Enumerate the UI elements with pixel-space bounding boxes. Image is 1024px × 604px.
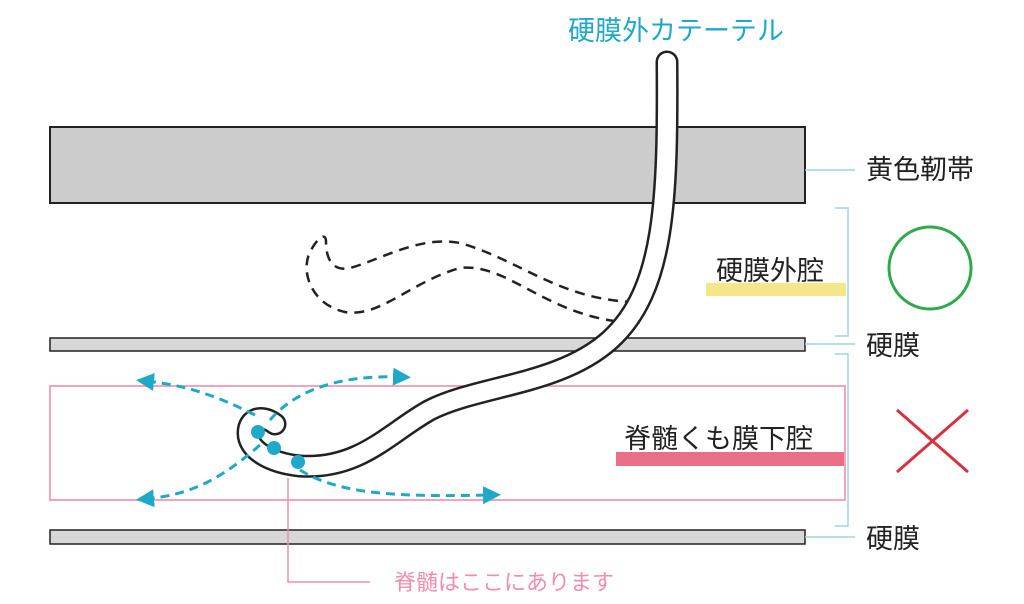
flow-arrow-lower-right [299,468,501,505]
dura-lower-label: 硬膜 [866,524,920,555]
subarachnoid-box [49,385,846,501]
dura-lower-layer [49,529,806,545]
incorrect-cross-mark [896,408,969,474]
ligament-label: 黄色靭帯 [866,155,974,186]
flow-arrows [136,367,501,508]
dura-upper-label: 硬膜 [866,331,920,362]
catheter-side-holes [251,425,305,469]
ligamentum-flavum-layer [49,126,806,204]
catheter-label: 硬膜外カテーテル [568,16,784,47]
subarachnoid-label: 脊髄くも膜下腔 [624,424,813,455]
epidural-space-label: 硬膜外腔 [716,256,824,287]
dura-upper-layer [49,337,806,352]
epidural-highlight [706,283,846,296]
flow-arrow-upper-right [268,367,411,421]
correct-circle-mark [887,225,973,311]
leader-lines [805,169,855,538]
catheter [236,50,679,478]
flow-arrow-lower-left [136,443,261,508]
alternate-catheter-path-dashed [305,235,641,325]
subarachnoid-highlight [616,452,844,466]
spinal-cord-pointer [287,478,370,583]
spinal-cord-note: 脊髄はここにあります [394,571,614,596]
